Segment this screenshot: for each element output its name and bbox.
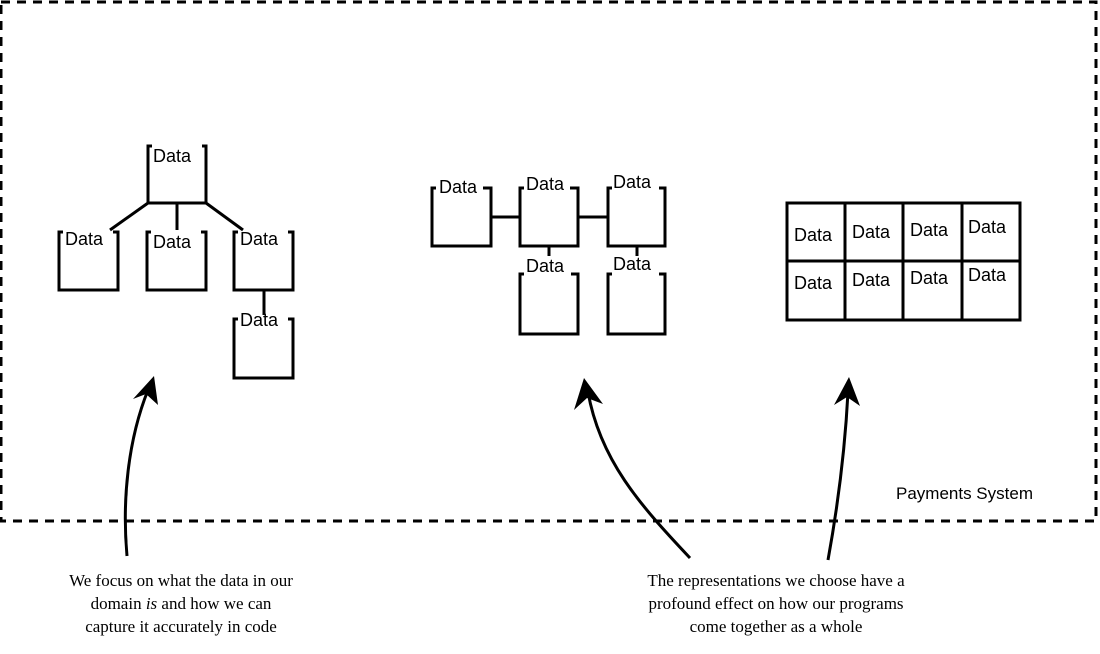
arrow-heads	[133, 376, 860, 410]
table-labels: Data Data Data Data Data Data Data Data	[794, 217, 1007, 293]
tree-edge	[205, 201, 244, 232]
data-box-label: Data	[526, 174, 565, 194]
arrowhead-middle	[574, 378, 603, 410]
data-box	[232, 317, 295, 380]
data-box-label: Data	[153, 232, 192, 252]
arrow-middle	[586, 391, 692, 560]
table-cell: Data	[794, 273, 833, 293]
caption-left-line-1: We focus on what the data in our	[69, 571, 293, 590]
data-box	[146, 144, 208, 205]
annotation-arrows	[123, 389, 850, 561]
table-cell: Data	[910, 220, 949, 240]
data-box-label: Data	[613, 254, 652, 274]
caption-right-line-3: come together as a whole	[689, 617, 863, 636]
table-cell: Data	[852, 222, 891, 242]
payments-system-label: Payments System	[896, 484, 1033, 503]
graph-structure	[430, 186, 667, 336]
tree-labels: Data Data Data Data Data	[65, 146, 279, 330]
data-box	[232, 230, 295, 292]
data-box	[430, 186, 493, 248]
data-box	[145, 230, 208, 292]
arrow-right	[826, 391, 850, 561]
data-box	[518, 272, 580, 336]
data-box-label: Data	[65, 229, 104, 249]
caption-right-line-2: profound effect on how our programs	[648, 594, 904, 613]
arrowhead-right	[834, 377, 860, 406]
table-structure	[785, 201, 1022, 322]
arrowhead-left	[133, 376, 158, 405]
table-cell: Data	[910, 268, 949, 288]
tree-structure	[57, 144, 295, 380]
data-box	[518, 186, 580, 248]
table-cell: Data	[968, 217, 1007, 237]
data-box-label: Data	[439, 177, 478, 197]
table-cell: Data	[968, 265, 1007, 285]
caption-left-line-2: domain is and how we can	[90, 594, 272, 613]
table-cell: Data	[852, 270, 891, 290]
caption-left-line-3: capture it accurately in code	[85, 617, 277, 636]
payments-system-boundary: Payments System	[0, 0, 1098, 523]
data-box-label: Data	[240, 229, 279, 249]
data-box-label: Data	[613, 172, 652, 192]
arrow-left	[123, 389, 150, 557]
data-box	[606, 186, 667, 248]
data-box	[57, 230, 120, 292]
table-cell: Data	[794, 225, 833, 245]
data-box-label: Data	[153, 146, 192, 166]
caption-right-line-1: The representations we choose have a	[647, 571, 905, 590]
caption-left: We focus on what the data in our domain …	[30, 569, 332, 638]
graph-labels: Data Data Data Data Data	[439, 172, 652, 276]
tree-edge	[109, 201, 149, 232]
data-box-label: Data	[526, 256, 565, 276]
data-box-label: Data	[240, 310, 279, 330]
data-box	[606, 272, 667, 336]
caption-right: The representations we choose have a pro…	[606, 569, 946, 638]
